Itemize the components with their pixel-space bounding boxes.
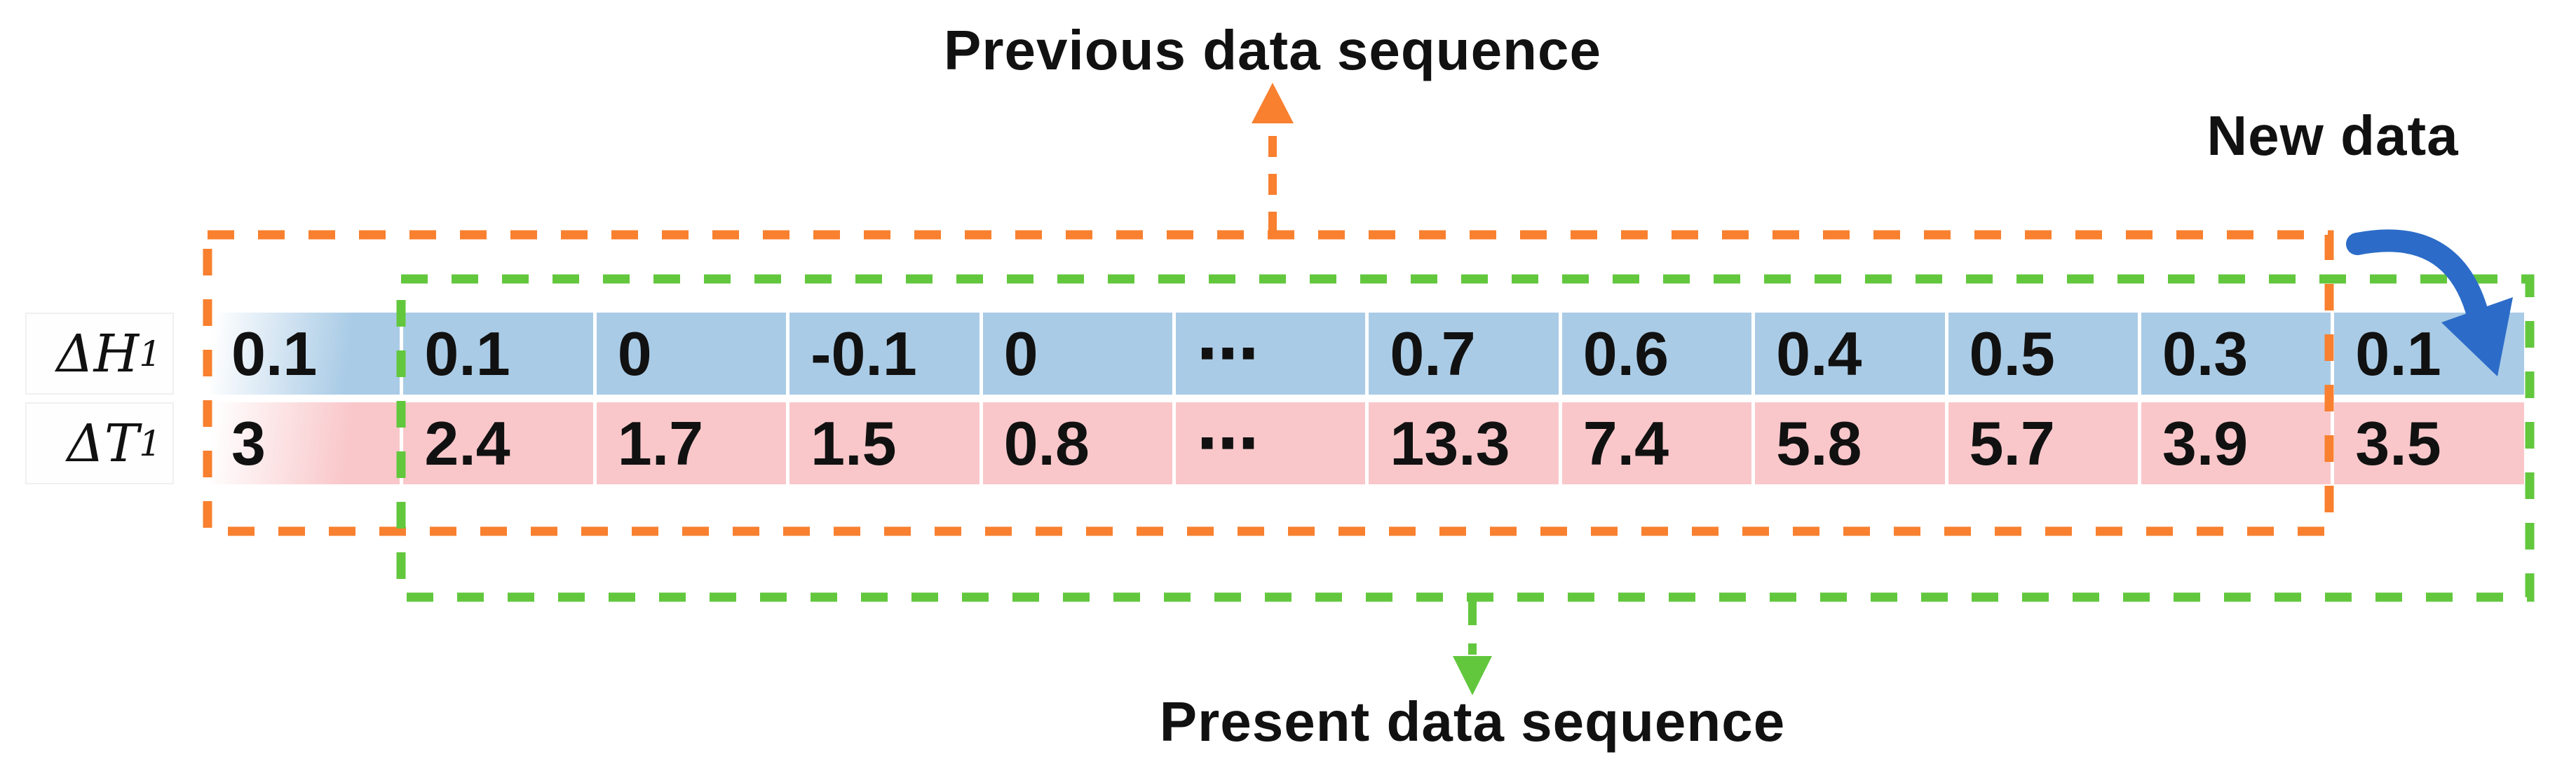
table-cell: 1.5 [789,402,979,484]
row-label-dh-text: ΔH [56,323,140,384]
table-cell: -0.1 [789,313,979,395]
table-cell: 0.3 [2141,313,2331,395]
table-cell: 0.1 [2334,313,2524,395]
table-cell: 0.1 [210,313,400,395]
table-cell: 0.5 [1948,313,2138,395]
new-data-label: New data [2206,104,2459,167]
table-cell: 3 [210,402,400,484]
table-cell: 0.6 [1561,313,1752,395]
table-cell: 5.8 [1755,402,1945,484]
table-cell: 0.1 [403,313,593,395]
table-cell: 3.5 [2334,402,2524,484]
table-cell: ⋯ [1175,313,1366,395]
table-cell: 0 [982,313,1172,395]
table-cell: 0.8 [982,402,1172,484]
row-label-dt-text: ΔT [67,413,140,474]
table-cell: 0 [596,313,787,395]
table-cell: 5.7 [1948,402,2138,484]
table-cell: 2.4 [403,402,593,484]
previous-data-sequence-label: Previous data sequence [944,19,1601,81]
table-cell: 0.7 [1369,313,1559,395]
previous-arrow-head-icon [1252,83,1294,123]
table-cell: 13.3 [1369,402,1559,484]
table-cell: ⋯ [1175,402,1366,484]
new-data-arrow-curve [2346,229,2488,321]
table-cell: 1.7 [596,402,787,484]
table-cell: 7.4 [1561,402,1752,484]
table-cell: 3.9 [2141,402,2331,484]
table-cell: 0.4 [1755,313,1945,395]
present-data-sequence-label: Present data sequence [1159,690,1786,753]
